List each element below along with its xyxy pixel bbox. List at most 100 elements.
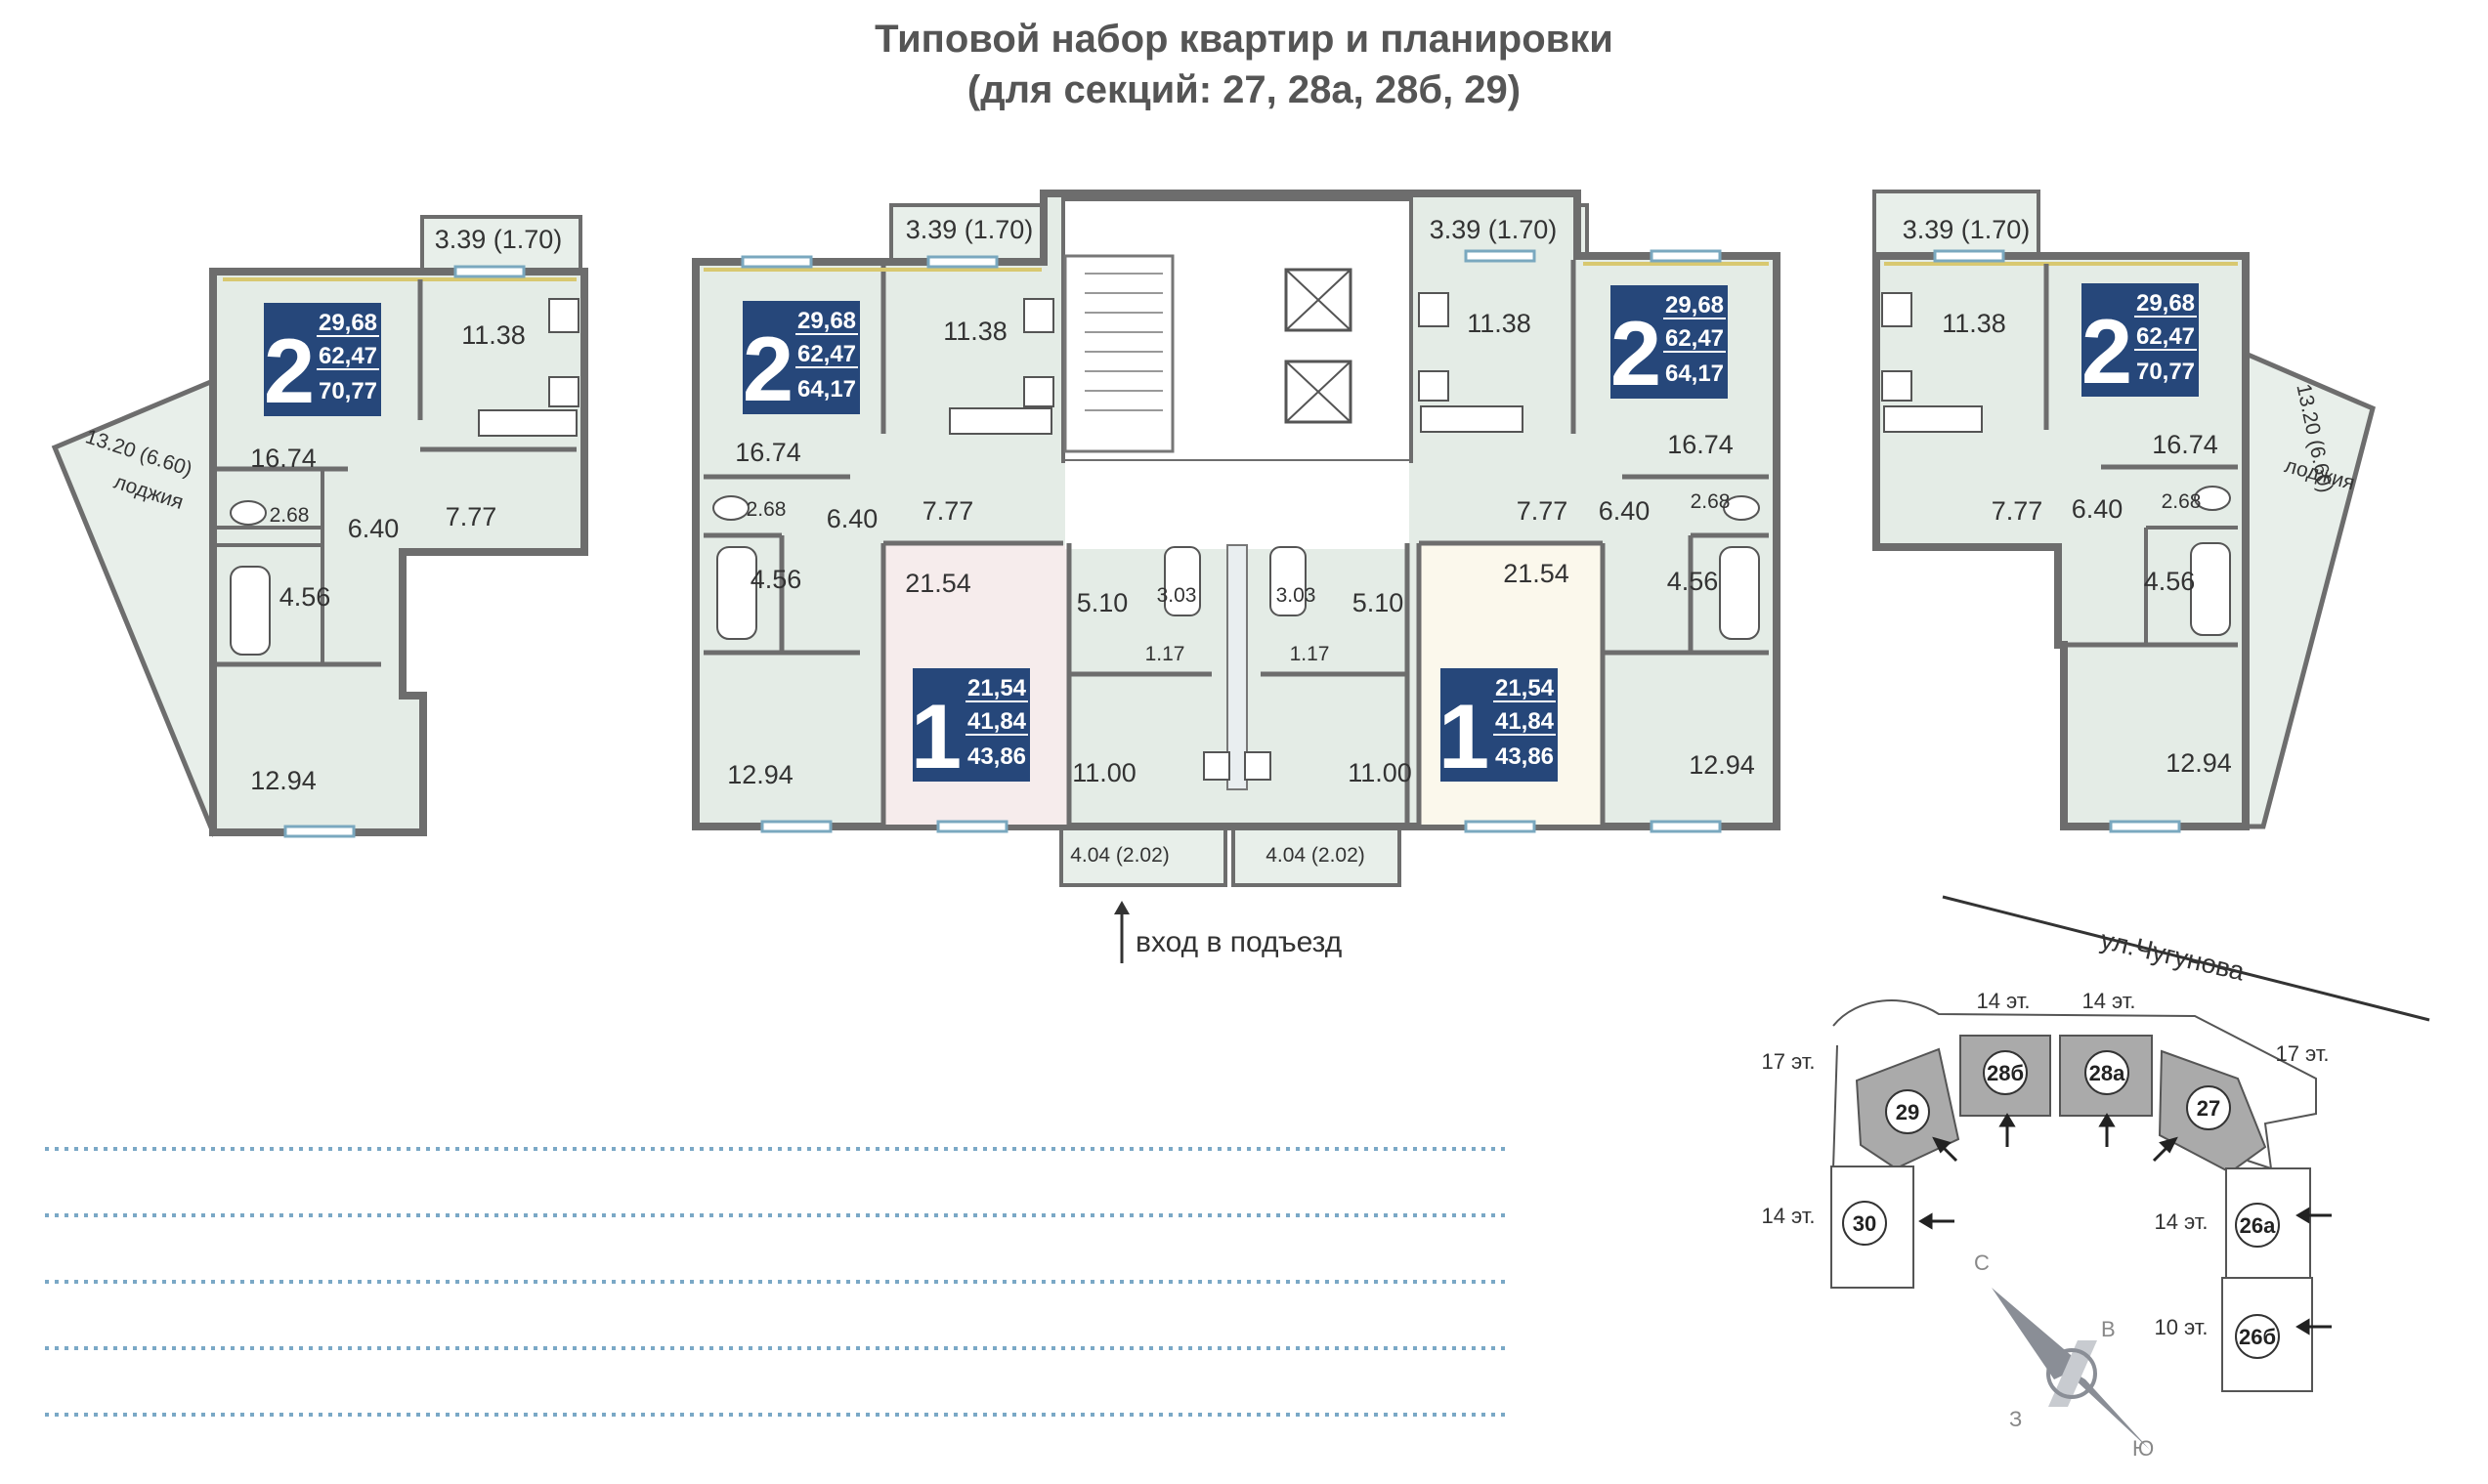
notes-lines [45, 1147, 1505, 1417]
c1-1room-badge-total-loggia: 43,86 [967, 743, 1026, 770]
site-floors-14-left: 14 эт. [1761, 1204, 1815, 1228]
c2-onebed-hall-area: 5.10 [1352, 588, 1404, 617]
c1-2room-badge-total: 62,47 [797, 341, 856, 367]
site-label-28a: 28а [2089, 1061, 2125, 1085]
c2-1room-badge: 1 21,54 41,84 43,86 [1438, 668, 1558, 787]
c2-bathtub-icon [1719, 546, 1760, 640]
c2-2room-badge-rooms: 2 [1610, 302, 1661, 404]
c2-balcony-area: 3.39 (1.70) [1430, 215, 1558, 244]
right-hall-area: 6.40 [2072, 494, 2123, 524]
c2-2room-badge-total: 62,47 [1665, 325, 1724, 352]
c1-1room-badge-living: 21,54 [967, 675, 1027, 701]
left-badge-rooms: 2 [264, 319, 315, 422]
c1-window-top [741, 255, 813, 269]
left-window-bottom [283, 825, 356, 838]
street-line [1942, 895, 2430, 1022]
c2-bottom-balcony [1231, 819, 1401, 887]
c2-1room-badge-total-loggia: 43,86 [1495, 743, 1554, 770]
c2-hall-area: 6.40 [1599, 496, 1651, 526]
c2-kitchen-area: 11.38 [1467, 309, 1531, 338]
c1-onebed-kitchen-area: 11.00 [1072, 758, 1137, 787]
right-window-bottom [2109, 820, 2181, 833]
site-outline [1832, 999, 2317, 1170]
c2-onebed-bath-icon [1269, 546, 1307, 616]
site-floors-14-b: 14 эт. [2081, 989, 2135, 1013]
c2-onebed-kitchen-area: 11.00 [1348, 758, 1412, 787]
site-floors-14-a: 14 эт. [1976, 989, 2030, 1013]
left-apartment-plan: 2 29,68 62,47 70,77 3.39 (1.70) 11.38 16… [51, 215, 588, 838]
title-line-1: Типовой набор квартир и планировки [875, 18, 1613, 61]
c1-onebed-window [936, 820, 1008, 833]
c1-counter-icon [949, 407, 1052, 435]
right-badge-living: 29,68 [2136, 290, 2195, 317]
c2-window-bottom [1650, 820, 1722, 833]
left-counter-icon [478, 409, 578, 437]
site-entrance-arrows [1918, 1113, 2332, 1336]
c1-2room-badge: 2 29,68 62,47 64,17 [743, 301, 860, 420]
c2-2room-badge: 2 29,68 62,47 64,17 [1610, 285, 1728, 404]
right-corridor-area: 7.77 [1992, 496, 2043, 526]
right-stove-icon [1881, 292, 1912, 327]
c1-2room-badge-rooms: 2 [743, 318, 794, 420]
left-stove-icon [548, 298, 579, 333]
site-floors-17-left: 17 эт. [1761, 1049, 1815, 1074]
c2-toilet-icon [1723, 495, 1760, 521]
right-badge-rooms: 2 [2081, 300, 2132, 403]
site-label-26a: 26а [2240, 1213, 2276, 1238]
title-line-2: (для секций: 27, 28а, 28б, 29) [966, 68, 1522, 111]
right-badge-total-loggia: 70,77 [2136, 359, 2195, 385]
site-label-27: 27 [2197, 1096, 2220, 1121]
c2-onebed-bath-area: 3.03 [1276, 584, 1316, 607]
c1-hall-area: 6.40 [827, 504, 879, 533]
left-badge-total: 62,47 [319, 343, 377, 369]
c2-2room-badge-total-loggia: 64,17 [1665, 360, 1724, 387]
c1-balcony [889, 203, 1051, 264]
central-shaft [1226, 544, 1248, 790]
site-label-30: 30 [1853, 1211, 1876, 1236]
c1-bathtub-icon [716, 546, 757, 640]
left-window-top [453, 265, 526, 278]
right-room-area: 12.94 [2166, 748, 2232, 778]
site-floors-17-right: 17 эт. [2275, 1041, 2329, 1066]
c2-window-top [1650, 249, 1722, 263]
street-label: ул.Чугунова [2098, 925, 2249, 987]
c2-1room-badge-living: 21,54 [1495, 675, 1555, 701]
right-balcony-area: 3.39 (1.70) [1903, 215, 2031, 244]
right-bathtub-icon [2190, 542, 2231, 636]
left-hall-area: 6.40 [348, 514, 400, 543]
c1-onebed-room-area: 21.54 [905, 569, 971, 598]
right-toilet-icon [2194, 486, 2231, 511]
entrance-hall [1065, 461, 1409, 549]
right-kitchen-area: 11.38 [1942, 309, 2006, 338]
c1-onebed-wc-area: 1.17 [1145, 643, 1185, 665]
left-toilet-icon [230, 500, 267, 526]
c1-onebed-balcony-area: 4.04 (2.02) [1070, 844, 1170, 867]
page-title: Типовой набор квартир и планировки (для … [0, 14, 2488, 115]
compass-east: В [2101, 1317, 2116, 1341]
c1-1room-badge-rooms: 1 [911, 685, 962, 787]
site-plan: ул.Чугунова 29 28б 28а 27 30 26а 26б 14 … [1761, 895, 2430, 1461]
c1-corridor-area: 7.77 [922, 496, 974, 526]
c2-kitchen-window [1464, 249, 1536, 263]
c2-sink-icon [1418, 370, 1449, 402]
c1-stove-icon [1023, 298, 1054, 333]
right-badge: 2 29,68 62,47 70,77 [2081, 283, 2199, 403]
entrance-label: вход в подъезд [1136, 926, 1342, 958]
c2-1room-badge-total: 41,84 [1495, 708, 1555, 735]
c1-1room-badge: 1 21,54 41,84 43,86 [911, 668, 1030, 787]
left-badge-living: 29,68 [319, 310, 377, 336]
c1-kitchen-window [926, 255, 999, 269]
c2-room-area: 12.94 [1689, 750, 1755, 780]
compass-rose: С В З Ю [1974, 1251, 2154, 1461]
right-bath-area: 4.56 [2144, 567, 2196, 596]
c2-onebed-balcony-area: 4.04 (2.02) [1265, 844, 1365, 867]
c1-room-large-area: 16.74 [735, 438, 801, 467]
right-apartment-plan: 2 29,68 62,47 70,77 3.39 (1.70) 11.38 16… [1872, 190, 2376, 833]
site-floors-14-right: 14 эт. [2154, 1209, 2208, 1234]
left-kitchen-area: 11.38 [461, 320, 526, 350]
site-label-28b: 28б [1987, 1061, 2024, 1085]
c2-onebed-wc-area: 1.17 [1290, 643, 1330, 665]
site-label-26b: 26б [2239, 1325, 2276, 1349]
right-window-top [1933, 249, 2005, 263]
